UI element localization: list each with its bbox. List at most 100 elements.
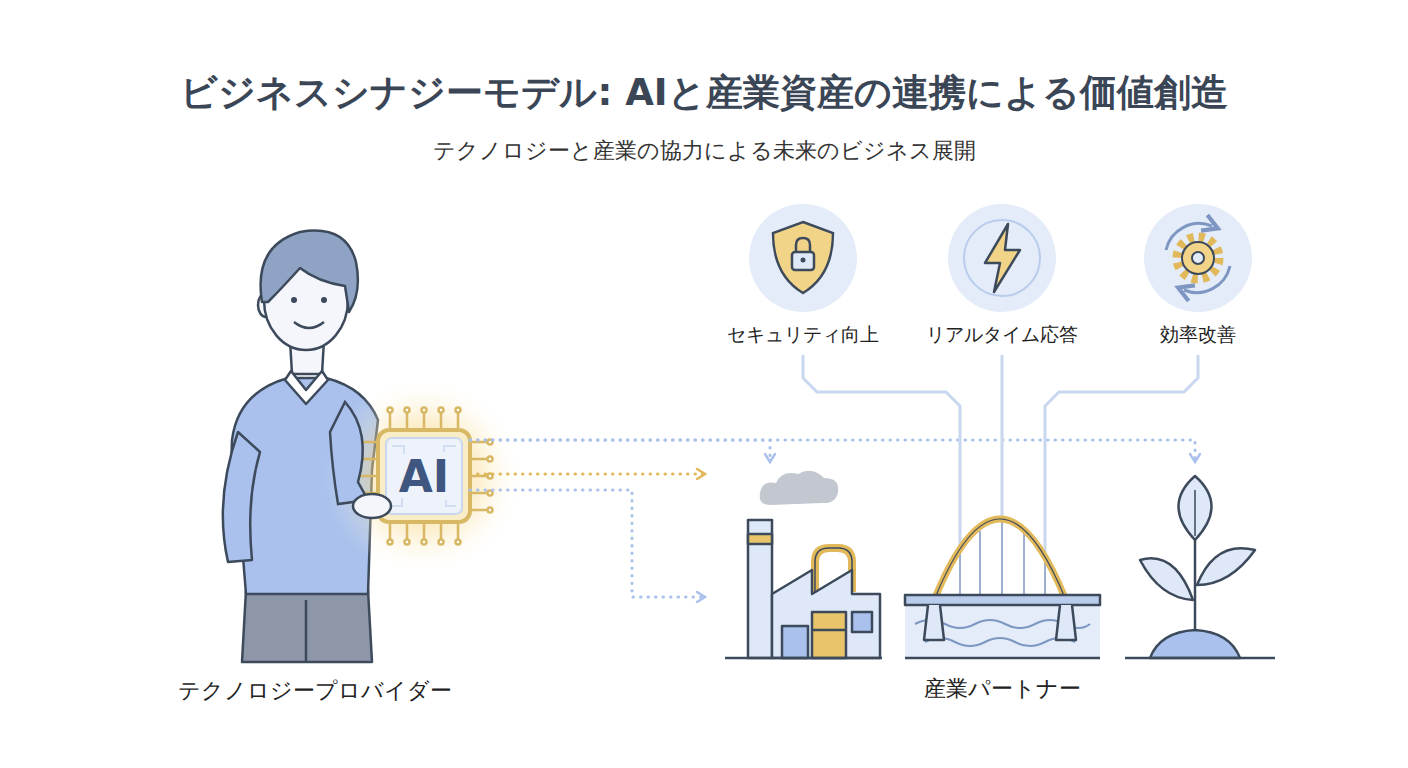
benefit-badge: 効率改善 <box>1138 204 1258 356</box>
security-icon <box>749 204 857 312</box>
person-figure <box>242 590 372 662</box>
plant-illustration <box>1194 490 1196 536</box>
leader-line <box>1001 462 1004 520</box>
industry-partner-group: 産業パートナー <box>705 462 1285 712</box>
lightning-icon <box>948 204 1056 312</box>
lightning-icon <box>985 224 1020 292</box>
chip-glow <box>324 376 524 576</box>
chip-pins <box>439 540 444 545</box>
plant-illustration <box>1179 476 1212 540</box>
factory-illustration <box>812 612 846 658</box>
chip-pins <box>360 408 493 545</box>
chip-pins <box>488 508 493 513</box>
gear-cycle-icon <box>1177 237 1219 279</box>
benefit-link <box>1001 356 1004 462</box>
chip-text: AI <box>399 451 449 502</box>
person-hand <box>330 402 391 518</box>
connector-layer <box>470 356 1198 597</box>
chip-pins <box>405 540 410 545</box>
security-icon <box>749 204 857 312</box>
chip-pins <box>457 522 460 540</box>
chip-pins <box>440 412 443 430</box>
chip-pins <box>470 492 488 495</box>
gear-cycle-icon <box>1144 204 1252 312</box>
ai-chip <box>392 446 456 506</box>
bridge-illustration <box>935 519 1065 598</box>
chip-pins <box>405 408 410 413</box>
person-figure <box>321 297 327 303</box>
ai-flow-arrow <box>470 440 770 462</box>
chip-pins <box>422 408 427 413</box>
chip-pins <box>457 412 460 430</box>
ai-chip <box>386 438 462 514</box>
factory-illustration <box>725 471 882 658</box>
person-hand <box>353 494 391 518</box>
plant-illustration <box>1125 657 1275 660</box>
factory-illustration <box>772 570 880 658</box>
lightning-icon <box>948 204 1056 312</box>
security-icon <box>792 252 814 270</box>
diagram-title: ビジネスシナジーモデル: AIと産業資産の連携による価値創造 <box>0 68 1408 118</box>
benefit-link <box>1045 356 1198 462</box>
chip-pins <box>470 458 488 461</box>
ai-flow-arrow <box>470 473 705 476</box>
factory-illustration <box>748 520 772 658</box>
chip-pins <box>406 412 409 430</box>
leader-line <box>1044 462 1047 556</box>
benefit-badge: セキュリティ向上 <box>719 204 887 356</box>
chip-pins <box>389 412 392 430</box>
security-icon <box>796 238 810 252</box>
plant-illustration <box>1125 476 1275 658</box>
person-figure <box>305 600 308 662</box>
chip-pins <box>456 408 461 413</box>
partner-label: 産業パートナー <box>924 674 1081 704</box>
plant-illustration <box>1140 558 1193 600</box>
person-figure <box>294 322 324 328</box>
chip-pins <box>488 457 493 462</box>
bridge-illustration <box>905 595 1100 605</box>
bridge-illustration <box>935 519 1065 598</box>
security-icon <box>801 258 806 263</box>
chip-pins <box>456 540 461 545</box>
bridge-illustration <box>905 657 1100 660</box>
leader-line <box>959 462 962 548</box>
factory-illustration <box>760 471 839 505</box>
factory-illustration <box>782 626 808 658</box>
person-figure <box>291 297 297 303</box>
chip-pins <box>423 522 426 540</box>
gear-cycle-icon <box>1192 252 1204 264</box>
person-hand <box>330 402 368 504</box>
badge-label: リアルタイム応答 <box>926 322 1078 348</box>
chip-pins <box>388 408 393 413</box>
plant-illustration <box>1150 630 1240 658</box>
gear-cycle-icon <box>1182 242 1214 274</box>
benefit-badge: リアルタイム応答 <box>918 204 1086 356</box>
person-figure <box>285 371 328 404</box>
chip-pins <box>389 522 392 540</box>
ai-chip-label: AI <box>378 430 470 522</box>
security-icon <box>773 222 833 293</box>
badge-label: セキュリティ向上 <box>727 322 879 348</box>
chip-pins <box>439 408 444 413</box>
bridge-illustration <box>905 606 1100 658</box>
chip-pins <box>406 522 409 540</box>
bridge-illustration <box>924 605 1076 640</box>
factory-illustration <box>812 629 846 632</box>
person-figure <box>223 231 378 662</box>
chip-pins <box>422 540 427 545</box>
factory-illustration <box>852 612 872 632</box>
chip-pins <box>470 509 488 512</box>
gear-cycle-icon <box>1184 266 1230 293</box>
bridge-illustration <box>905 519 1100 658</box>
subtitle-text: テクノロジーと産業の協力による未来のビジネス展開 <box>0 136 1408 166</box>
badge-label: 効率改善 <box>1160 322 1236 348</box>
ai-flow-arrow <box>470 440 1195 462</box>
provider-label: テクノロジープロバイダー <box>178 676 452 706</box>
plant-illustration <box>1197 548 1255 585</box>
chip-pins <box>388 540 393 545</box>
factory-illustration <box>748 534 772 544</box>
chip-pins <box>360 475 378 478</box>
